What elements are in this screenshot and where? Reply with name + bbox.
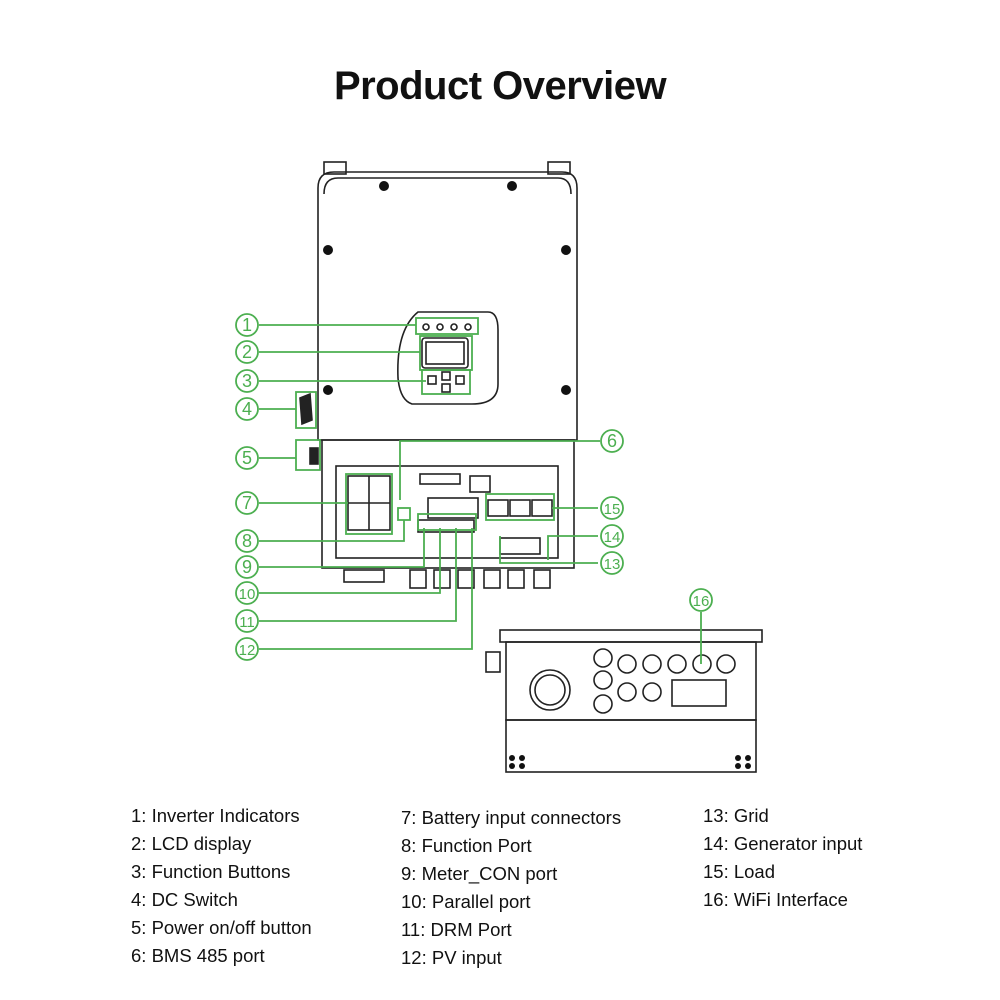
circuit-component bbox=[469, 475, 491, 493]
indicator-light bbox=[450, 323, 458, 331]
legend-item: 1: Inverter Indicators bbox=[131, 805, 300, 826]
callout-label: 4 bbox=[242, 399, 252, 419]
callout-8: 8 bbox=[235, 529, 259, 553]
legend-item: 3: Function Buttons bbox=[131, 861, 291, 882]
function-button bbox=[427, 375, 437, 385]
indicator-light bbox=[464, 323, 472, 331]
callout-1: 1 bbox=[235, 313, 259, 337]
callout-6: 6 bbox=[600, 429, 624, 453]
callout-label: 13 bbox=[604, 556, 621, 573]
lcd-screen bbox=[425, 341, 465, 365]
cable-gland bbox=[483, 569, 501, 589]
callout-label: 5 bbox=[242, 448, 252, 468]
legend-item: 2: LCD display bbox=[131, 833, 252, 854]
callout-2: 2 bbox=[235, 340, 259, 364]
legend-item: 15: Load bbox=[703, 861, 776, 882]
load-terminal bbox=[487, 499, 509, 517]
function-button bbox=[441, 371, 451, 381]
callout-9: 9 bbox=[235, 555, 259, 579]
callout-16: 16 bbox=[689, 588, 713, 612]
callout-5: 5 bbox=[235, 446, 259, 470]
load-terminal bbox=[531, 499, 553, 517]
cable-gland bbox=[533, 569, 551, 589]
legend-item: 14: Generator input bbox=[703, 833, 863, 854]
cable-gland bbox=[433, 569, 451, 589]
callout-label: 10 bbox=[239, 586, 256, 603]
function-button bbox=[455, 375, 465, 385]
leader-lines bbox=[259, 317, 702, 664]
battery-gland bbox=[343, 569, 385, 583]
callout-12: 12 bbox=[235, 637, 259, 661]
callout-label: 6 bbox=[607, 431, 617, 451]
legend-column-3: 13: Grid 14: Generator input 15: Load 16: W… bbox=[703, 802, 862, 914]
callout-4: 4 bbox=[235, 397, 259, 421]
callout-label: 12 bbox=[239, 642, 256, 659]
mount-tab-left bbox=[323, 161, 347, 175]
indicator-light bbox=[422, 323, 430, 331]
callout-label: 7 bbox=[242, 493, 252, 513]
wiring-box bbox=[321, 439, 575, 569]
callout-label: 2 bbox=[242, 342, 252, 362]
bottom-view bbox=[485, 629, 763, 773]
wifi-interface bbox=[671, 679, 727, 707]
legend-item: 11: DRM Port bbox=[401, 919, 512, 940]
callout-label: 8 bbox=[242, 531, 252, 551]
legend-column-1: 1: Inverter Indicators 2: LCD display 3: F… bbox=[131, 802, 312, 970]
cable-gland bbox=[507, 569, 525, 589]
legend-item: 9: Meter_CON port bbox=[401, 863, 558, 884]
callout-label: 16 bbox=[693, 593, 710, 610]
callout-label: 9 bbox=[242, 557, 252, 577]
page-title: Product Overview bbox=[333, 64, 667, 108]
circuit-board bbox=[419, 473, 461, 485]
legend-item: 7: Battery input connectors bbox=[401, 807, 622, 828]
callout-label: 1 bbox=[242, 315, 252, 335]
callout-11: 11 bbox=[235, 609, 259, 633]
dc-switch bbox=[299, 392, 313, 426]
housing-edge bbox=[323, 177, 572, 195]
inverter-housing bbox=[317, 171, 578, 441]
legend-item: 12: PV input bbox=[401, 947, 502, 968]
legend-item: 8: Function Port bbox=[401, 835, 532, 856]
callout-label: 11 bbox=[239, 614, 255, 631]
bottom-view-bolts bbox=[509, 755, 751, 769]
lcd-display bbox=[421, 337, 469, 369]
callout-10: 10 bbox=[235, 581, 259, 605]
callout-15: 15 bbox=[600, 496, 624, 520]
callout-7: 7 bbox=[235, 491, 259, 515]
callout-label: 14 bbox=[604, 529, 621, 546]
cable-gland bbox=[409, 569, 427, 589]
legend-item: 5: Power on/off button bbox=[131, 917, 312, 938]
callout-3: 3 bbox=[235, 369, 259, 393]
legend-item: 16: WiFi Interface bbox=[703, 889, 848, 910]
callout-label: 15 bbox=[604, 501, 621, 518]
legend-item: 6: BMS 485 port bbox=[131, 945, 265, 966]
mount-tab-right bbox=[547, 161, 571, 175]
legend-item: 10: Parallel port bbox=[401, 891, 531, 912]
legend-item: 13: Grid bbox=[703, 805, 769, 826]
legend-column-2: 7: Battery input connectors 8: Function P… bbox=[401, 804, 621, 972]
cable-gland bbox=[457, 569, 475, 589]
indicator-light bbox=[436, 323, 444, 331]
callout-label: 3 bbox=[242, 371, 252, 391]
grid-terminal bbox=[499, 537, 541, 555]
function-button bbox=[441, 383, 451, 393]
callout-13: 13 bbox=[600, 551, 624, 575]
power-button bbox=[309, 447, 319, 465]
housing-bolts bbox=[323, 181, 571, 395]
legend-item: 4: DC Switch bbox=[131, 889, 238, 910]
callout-14: 14 bbox=[600, 524, 624, 548]
load-terminal bbox=[509, 499, 531, 517]
wiring-compartment bbox=[335, 465, 559, 559]
function-terminal bbox=[427, 497, 479, 519]
